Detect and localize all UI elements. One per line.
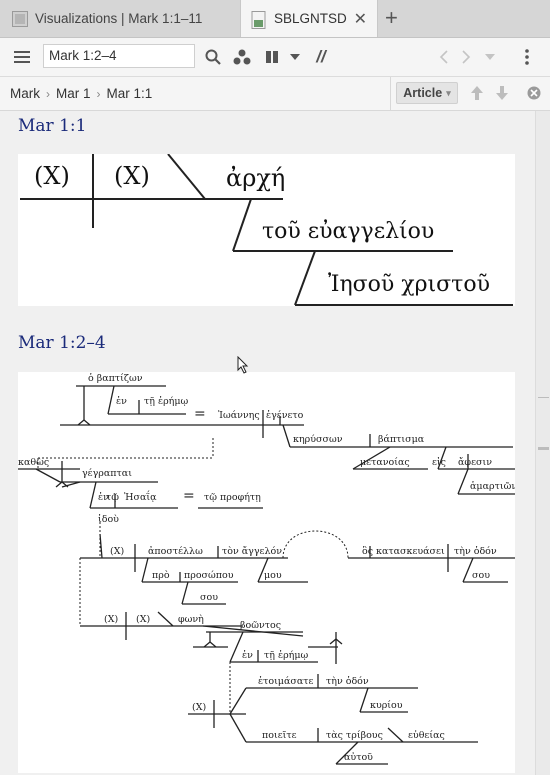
diagram-word: αὐτοῦ	[344, 752, 373, 763]
search-icon[interactable]	[202, 38, 224, 76]
diagram-word: ἐγένετο	[266, 410, 304, 421]
chevron-right-icon[interactable]	[456, 38, 476, 76]
diagram-word: τῷ προφήτῃ	[204, 492, 261, 503]
diagram-word: σου	[472, 570, 490, 581]
arrow-up-icon[interactable]	[470, 85, 484, 106]
diagram-word: κατασκευάσει	[376, 546, 445, 557]
diagram-word: ἐν	[116, 396, 127, 407]
parallel-icon[interactable]	[230, 38, 254, 76]
diagram-word: (X)	[110, 546, 124, 557]
diagram-word: Ἰωάννης	[218, 410, 260, 421]
diagram-word: πρὸ	[152, 570, 170, 581]
diagram-word: ὃς	[362, 546, 373, 557]
diagram-word: ἑτοιμάσατε	[258, 676, 314, 687]
diagram-word: εἰς	[432, 457, 446, 468]
diagram-word: ἀρχή	[226, 164, 285, 192]
breadcrumb-item-chapter[interactable]: Mar 1	[56, 86, 91, 101]
diagram-word: τὸν ἄγγελόν	[222, 546, 282, 557]
breadcrumb-bar: Mark › Mar 1 › Mar 1:1 Article ▾	[0, 77, 550, 111]
tab-bar: Visualizations | Mark 1:1–11 SBLGNTSD ✕ …	[0, 0, 550, 38]
diagram-word: =	[183, 488, 195, 504]
breadcrumb: Mark › Mar 1 › Mar 1:1	[10, 77, 152, 110]
diagram-word: φωνὴ	[178, 614, 204, 625]
article-button[interactable]: Article ▾	[396, 82, 458, 104]
sentence-diagram-mar-1-2-4: ὁ βαπτίζων ἐν τῇ ἐρήμῳ = Ἰωάννης ἐγένετο…	[18, 372, 515, 773]
diagram-word: καθὼς	[18, 457, 49, 468]
diagram-word: ἁμαρτιῶν	[470, 481, 515, 492]
article-label: Article	[403, 86, 443, 100]
columns-icon[interactable]	[262, 38, 282, 76]
diagram-word: τῇ ἐρήμῳ	[144, 396, 189, 407]
visualization-icon	[12, 10, 28, 27]
breadcrumb-item-verse[interactable]: Mar 1:1	[106, 86, 153, 101]
scroll-thumb[interactable]	[538, 397, 549, 398]
history-dropdown-icon[interactable]	[482, 38, 498, 76]
diagram-word: ἀποστέλλω	[148, 546, 203, 557]
menu-icon[interactable]	[8, 38, 36, 76]
article-pane: Mar 1:1 (X) (X) ἀρχή τοῦ εὐαγγελίου Ἰησο…	[0, 111, 535, 775]
tab-sblgntsd[interactable]: SBLGNTSD ✕	[240, 0, 378, 37]
diagram-word: Ἰησοῦ χριστοῦ	[328, 272, 490, 297]
chevron-down-icon[interactable]	[288, 38, 302, 76]
book-icon	[251, 10, 267, 29]
diagram-word: ἐν	[242, 650, 253, 661]
diagram-word: ὁ βαπτίζων	[88, 373, 143, 384]
breadcrumb-separator: ›	[46, 86, 50, 101]
diagram-word: ἰδοὺ	[98, 514, 119, 525]
sentence-diagram-mar-1-1: (X) (X) ἀρχή τοῦ εὐαγγελίου Ἰησοῦ χριστο…	[18, 154, 515, 306]
diagram-word: εὐθείας	[408, 730, 445, 741]
diagram-word: μου	[264, 570, 282, 581]
diagram-word: βοῶντος	[240, 620, 281, 631]
diagram-word: (X)	[192, 702, 206, 713]
diagram-word: προσώπου	[184, 570, 234, 581]
diagram-word: τὰς τρίβους	[326, 730, 383, 741]
diagram-word: βάπτισμα	[378, 434, 425, 445]
diagram-word: ποιεῖτε	[262, 730, 297, 741]
arrow-down-icon[interactable]	[495, 85, 509, 106]
chevron-left-icon[interactable]	[434, 38, 454, 76]
close-circle-icon[interactable]	[527, 86, 541, 105]
tab-visualizations[interactable]: Visualizations | Mark 1:1–11	[0, 0, 238, 37]
new-tab-button[interactable]: +	[385, 5, 398, 30]
diagram-word: (X)	[34, 162, 70, 190]
mouse-cursor-icon	[237, 355, 249, 379]
diagram-word: τὴν ὁδόν	[326, 676, 369, 687]
breadcrumb-separator: ›	[96, 86, 101, 101]
diagram-word: γέγραπται	[82, 468, 132, 479]
diagram-word: ἐν	[98, 492, 109, 503]
scroll-grip[interactable]	[538, 447, 549, 450]
kebab-icon[interactable]	[518, 38, 536, 76]
diagram-word: (X)	[136, 614, 150, 625]
tab-title: SBLGNTSD	[274, 11, 347, 26]
scrollbar[interactable]	[535, 111, 550, 775]
diagram-word: κυρίου	[370, 700, 403, 711]
section-heading-mar-1-2-4: Mar 1:2–4	[18, 333, 106, 353]
diagram-word: τῷ	[106, 492, 119, 503]
diagram-word: τὴν ὁδόν	[454, 546, 497, 557]
diagram-word: (X)	[114, 162, 150, 190]
double-slash-icon[interactable]: //	[316, 47, 326, 66]
tab-title: Visualizations | Mark 1:1–11	[35, 11, 203, 26]
diagram-word: κηρύσσων	[293, 434, 343, 445]
divider	[390, 77, 391, 110]
diagram-word: σου	[200, 592, 218, 603]
diagram-word: τῇ ἐρήμῳ	[264, 650, 309, 661]
breadcrumb-item-book[interactable]: Mark	[10, 86, 40, 101]
chevron-down-icon: ▾	[446, 87, 451, 98]
toolbar: Mark 1:2–4 //	[0, 38, 550, 77]
diagram-word: τοῦ εὐαγγελίου	[262, 219, 434, 244]
reference-input[interactable]: Mark 1:2–4	[43, 44, 195, 68]
section-heading-mar-1-1: Mar 1:1	[18, 116, 87, 136]
diagram-word: μετανοίας	[360, 457, 410, 468]
diagram-word: (X)	[104, 614, 118, 625]
diagram-word: Ἠσαΐᾳ	[124, 490, 157, 503]
close-icon[interactable]: ✕	[353, 11, 367, 28]
diagram-word: =	[194, 406, 206, 422]
diagram-word: ἄφεσιν	[458, 457, 492, 468]
